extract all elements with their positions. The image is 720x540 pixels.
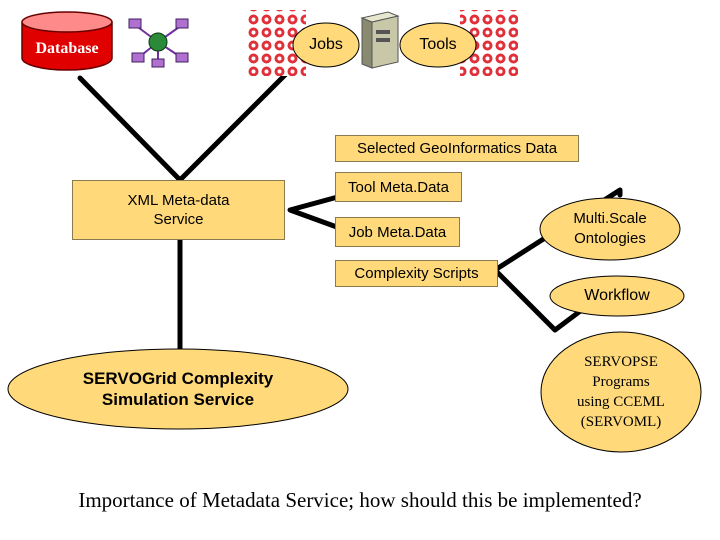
line-scripts-multiscale bbox=[492, 187, 623, 273]
xml-service-box: XML Meta-data Service bbox=[72, 180, 285, 240]
servopse-ellipse bbox=[540, 331, 702, 453]
servopse-label: SERVOPSE Programs using CCEML (SERVOML) bbox=[577, 354, 665, 430]
multiscale-label: Multi.Scale Ontologies bbox=[573, 210, 647, 247]
database-label: Database bbox=[35, 40, 99, 57]
servogrid-ellipse bbox=[7, 348, 349, 430]
complexity-scripts-box: Complexity Scripts bbox=[335, 260, 498, 287]
tool-meta-box: Tool Meta.Data bbox=[335, 172, 462, 202]
jobs-label: Jobs bbox=[309, 36, 343, 53]
database-cylinder bbox=[21, 11, 113, 71]
server-icon bbox=[360, 11, 400, 69]
jobs-ellipse bbox=[292, 22, 360, 68]
selected-data-box: Selected GeoInformatics Data bbox=[335, 135, 579, 162]
workflow-ellipse bbox=[549, 275, 685, 317]
multiscale-ellipse bbox=[539, 197, 681, 261]
servogrid-label: SERVOGrid Complexity Simulation Service bbox=[82, 369, 274, 409]
line-scripts-servopse bbox=[492, 267, 558, 333]
tools-label: Tools bbox=[419, 36, 457, 53]
line-xml-jobs bbox=[177, 57, 303, 183]
network-icon bbox=[128, 18, 189, 68]
line-database-xml bbox=[77, 75, 183, 183]
job-meta-box: Job Meta.Data bbox=[335, 217, 460, 247]
question-caption: Importance of Metadata Service; how shou… bbox=[78, 487, 642, 512]
bracket-meta bbox=[287, 192, 348, 233]
tools-ellipse bbox=[399, 22, 477, 68]
workflow-label: Workflow bbox=[584, 287, 650, 304]
connectors bbox=[77, 42, 623, 368]
